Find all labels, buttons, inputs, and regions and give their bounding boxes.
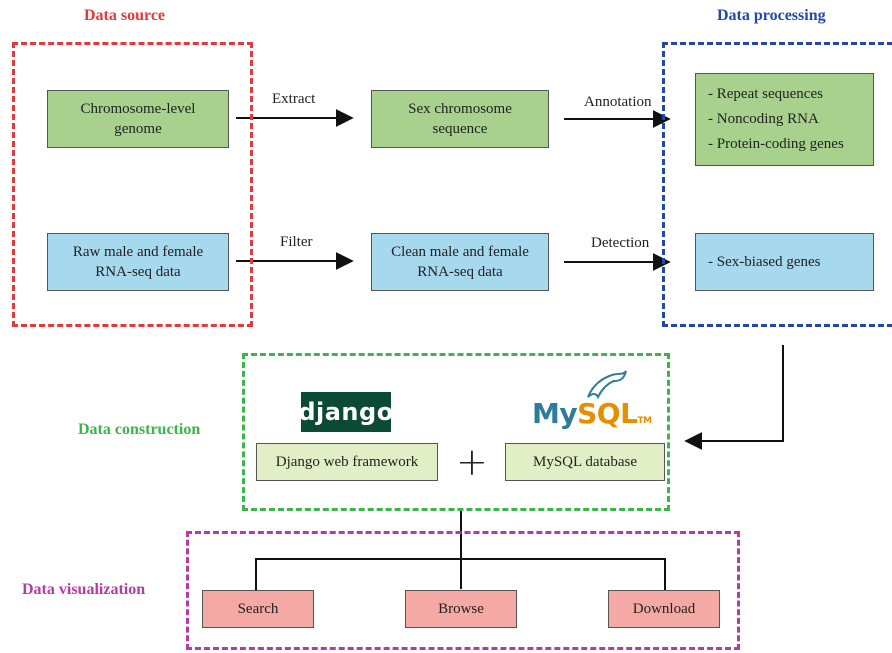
label-annotation: Annotation: [584, 94, 652, 110]
plus-symbol: +: [456, 440, 488, 484]
detection-list: Sex-biased genes: [708, 250, 821, 275]
label-extract: Extract: [272, 91, 316, 107]
frame-data-processing: [662, 42, 892, 327]
annotation-item-protein: Protein-coding genes: [708, 132, 844, 157]
frame-data-construction: [242, 353, 670, 511]
title-data-construction: Data construction: [78, 421, 201, 438]
detection-item-sex-biased: Sex-biased genes: [708, 250, 821, 275]
title-data-visualization: Data visualization: [22, 581, 146, 598]
frame-data-source: [12, 42, 253, 327]
title-data-processing: Data processing: [717, 7, 826, 24]
node-search: Search: [202, 590, 314, 628]
title-data-source: Data source: [84, 7, 166, 24]
annotation-item-repeat: Repeat sequences: [708, 82, 844, 107]
label-filter: Filter: [280, 234, 313, 250]
frame-data-visualization: [186, 531, 740, 650]
node-sex-chromosome: Sex chromosome sequence: [371, 90, 549, 148]
node-mysql-database: MySQL database: [505, 443, 665, 481]
django-logo: django: [298, 392, 393, 432]
node-annotation-results: Repeat sequences Noncoding RNA Protein-c…: [695, 73, 874, 166]
dolphin-icon: [587, 370, 627, 400]
mysql-logo: MySQLTM: [532, 370, 652, 430]
node-download: Download: [608, 590, 720, 628]
label-detection: Detection: [591, 235, 650, 251]
node-clean-rnaseq: Clean male and female RNA-seq data: [371, 233, 549, 291]
annotation-list: Repeat sequences Noncoding RNA Protein-c…: [708, 82, 844, 157]
node-sex-biased-genes: Sex-biased genes: [695, 233, 874, 291]
mysql-logo-my: My: [532, 397, 578, 430]
mysql-logo-sql: SQL: [577, 397, 638, 430]
mysql-logo-tm: TM: [637, 416, 652, 426]
node-browse: Browse: [405, 590, 517, 628]
node-raw-rnaseq: Raw male and female RNA-seq data: [47, 233, 229, 291]
annotation-item-noncoding: Noncoding RNA: [708, 107, 844, 132]
arrow-processing-to-construction: [684, 345, 784, 450]
node-chromosome-genome: Chromosome-level genome: [47, 90, 229, 148]
node-django-framework: Django web framework: [256, 443, 438, 481]
